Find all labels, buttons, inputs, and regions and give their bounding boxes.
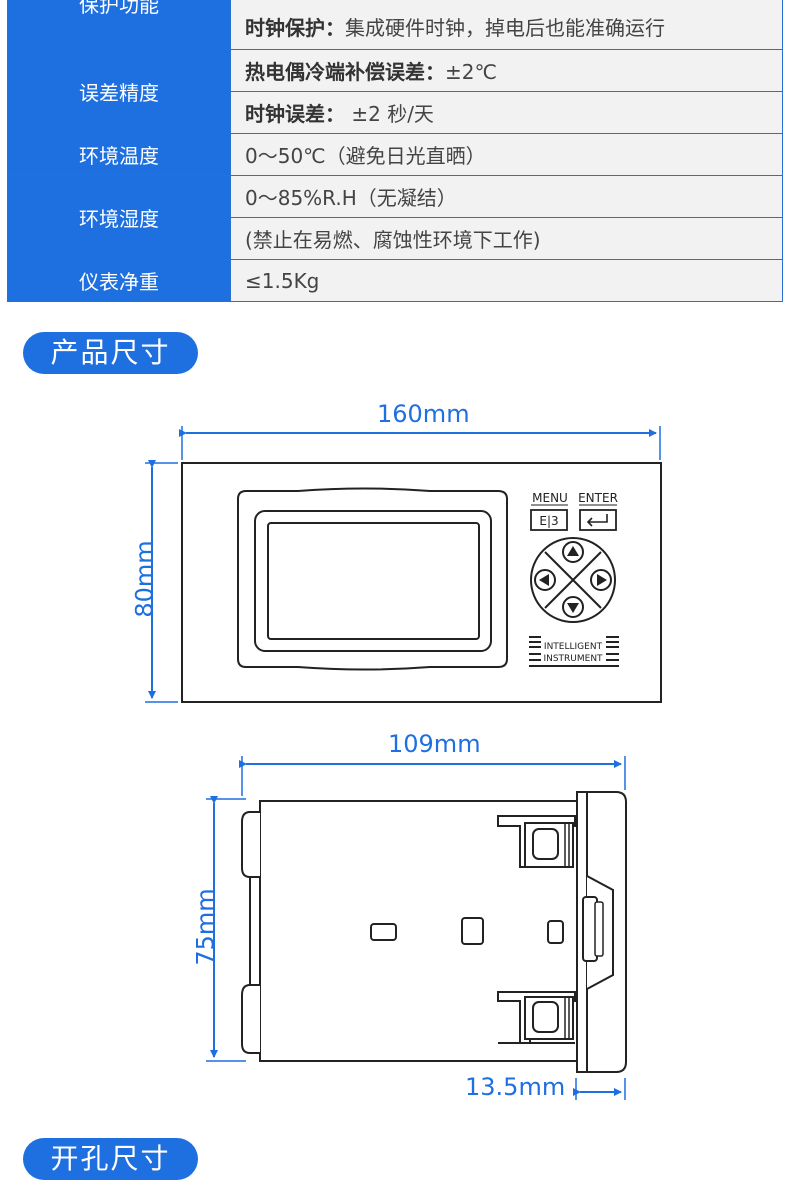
front-height-label: 80mm — [130, 540, 159, 618]
spec-key: 时钟保护： — [245, 16, 345, 40]
spec-humidity-value2: (禁止在易燃、腐蚀性环境下工作) — [230, 217, 783, 260]
vent-slot — [547, 920, 564, 944]
left-arrow-icon — [539, 574, 549, 586]
spec-humidity-label: 环境湿度 — [7, 175, 231, 260]
right-arrow-icon — [597, 574, 607, 586]
brand-line1: INTELLIGENT — [544, 642, 603, 652]
section-product-size: 产品尺寸 — [23, 332, 198, 374]
brand-mark: INTELLIGENT INSTRUMENT — [529, 636, 619, 667]
mounting-clip-top — [497, 815, 576, 868]
side-width-label: 109mm — [388, 730, 481, 758]
mounting-clip-bottom — [497, 991, 576, 1044]
spec-protection-label: 保护功能 — [7, 0, 231, 50]
vent-slot — [370, 923, 397, 941]
enter-key — [579, 509, 617, 531]
enter-label: ENTER — [578, 491, 618, 505]
front-width-label: 160mm — [377, 400, 470, 428]
vent-slot — [461, 917, 484, 945]
menu-key-icon: E|3 — [539, 514, 558, 528]
spec-protection-value: 时钟保护：集成硬件时钟，掉电后也能准确运行 — [230, 0, 783, 50]
spec-key: 热电偶冷端补偿误差： — [245, 60, 445, 84]
menu-key — [530, 509, 568, 531]
side-height-label: 75mm — [191, 888, 220, 966]
brand-line2: INSTRUMENT — [543, 654, 603, 664]
spec-value: 集成硬件时钟，掉电后也能准确运行 — [345, 16, 665, 40]
lcd-screen — [267, 522, 480, 640]
down-arrow-icon — [567, 603, 579, 613]
direction-keypad — [530, 537, 616, 623]
spec-table: 保护功能 时钟保护：集成硬件时钟，掉电后也能准确运行 误差精度 热电偶冷端补偿误… — [7, 0, 783, 302]
section-cutout-size: 开孔尺寸 — [23, 1138, 198, 1180]
spec-accuracy-row1: 热电偶冷端补偿误差：±2℃ — [230, 49, 783, 92]
spec-weight-label: 仪表净重 — [7, 259, 231, 302]
spec-humidity-value1: 0～85%R.H（无凝结） — [230, 175, 783, 218]
side-depth-label: 13.5mm — [465, 1073, 566, 1101]
spec-temp-label: 环境温度 — [7, 133, 231, 176]
enter-icon — [586, 514, 608, 527]
front-view: MENU E|3 ENTER — [145, 426, 662, 703]
spec-value: ±2 秒/天 — [345, 102, 434, 126]
side-view — [206, 756, 627, 1100]
spec-temp-value: 0～50℃（避免日光直晒） — [230, 133, 783, 176]
spec-weight-value: ≤1.5Kg — [230, 259, 783, 302]
menu-label: MENU — [532, 491, 568, 505]
spec-accuracy-row2: 时钟误差： ±2 秒/天 — [230, 91, 783, 134]
spec-key: 时钟误差： — [245, 102, 345, 126]
spec-value: ±2℃ — [445, 60, 497, 84]
spec-accuracy-label: 误差精度 — [7, 49, 231, 134]
up-arrow-icon — [567, 546, 579, 556]
